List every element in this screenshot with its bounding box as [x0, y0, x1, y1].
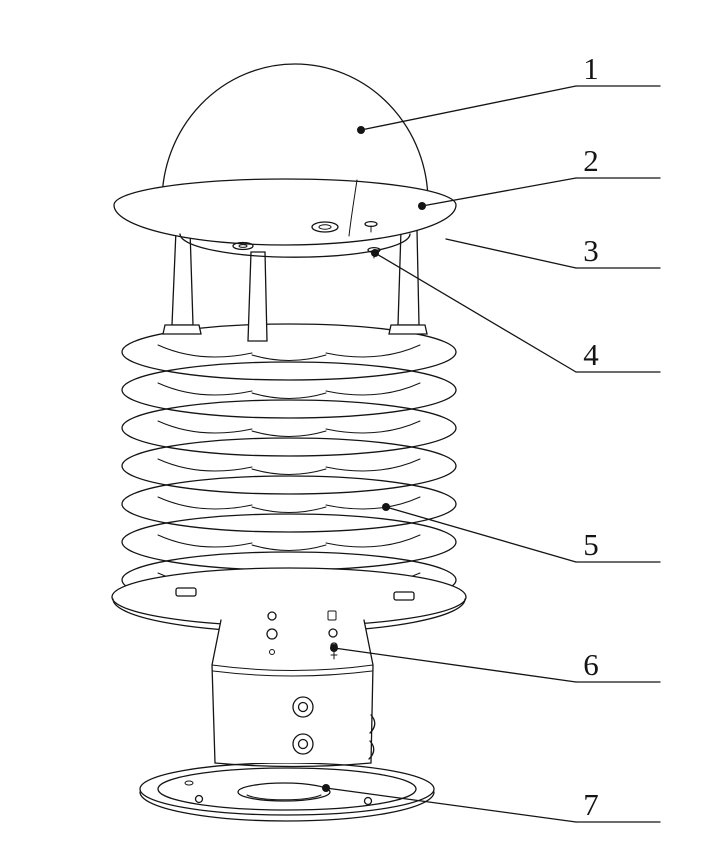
- base-flange-thickness: [139, 791, 435, 822]
- louver-fin: [121, 323, 457, 381]
- louver-fin: [121, 513, 457, 571]
- callout-number: 5: [583, 527, 599, 562]
- indicator-square: [327, 610, 337, 621]
- indicator-light: [328, 628, 338, 638]
- callout-dot: [382, 503, 390, 511]
- leader-line: [421, 177, 577, 207]
- base-small-detail: [184, 780, 194, 786]
- callout-dot: [322, 784, 330, 792]
- louver-fin: [121, 475, 457, 533]
- base-flange-outer: [139, 762, 435, 816]
- support-post: [171, 229, 194, 326]
- cap-seam-line: [348, 179, 358, 237]
- leader-line: [374, 252, 577, 373]
- post-foot: [388, 324, 428, 335]
- callout-number: 3: [583, 233, 599, 268]
- leader-line: [360, 85, 577, 131]
- callout-1: 1: [357, 51, 661, 134]
- callout-number: 2: [583, 143, 599, 178]
- base-bolt-hole: [194, 794, 204, 804]
- plate-edge: [179, 233, 411, 258]
- callout-5: 5: [382, 503, 661, 563]
- callout-4: 4: [371, 249, 661, 373]
- callout-dot: [357, 126, 365, 134]
- leader-line: [385, 506, 577, 563]
- base-flange-inner-rim: [157, 767, 417, 811]
- indicator-light: [269, 649, 275, 655]
- body-fill: [212, 618, 373, 763]
- body-seam: [212, 670, 373, 677]
- callout-number: 1: [583, 51, 599, 86]
- base-bolt-hole: [363, 796, 373, 806]
- callout-2: 2: [418, 143, 661, 210]
- post-foot: [162, 324, 202, 335]
- callout-layer: 1 2 3 4 5 6 7: [322, 51, 661, 823]
- base-center-recess: [237, 782, 331, 802]
- callout-dot: [418, 202, 426, 210]
- leader-line: [445, 238, 577, 269]
- dome-cover: [161, 63, 429, 203]
- leader-line: [333, 647, 577, 683]
- base-center-recess-inner: [246, 794, 322, 801]
- plate-screw: [232, 241, 254, 251]
- indicator-light: [266, 628, 278, 640]
- mounting-base-flange: [139, 762, 435, 822]
- callout-7: 7: [322, 784, 661, 823]
- sensor-body: [211, 610, 376, 768]
- leader-line: [325, 787, 577, 823]
- louver-stack: [121, 323, 457, 609]
- stack-flange-tab: [393, 591, 415, 601]
- callout-number: 4: [583, 337, 599, 372]
- louver-fin: [121, 437, 457, 495]
- dome-outline: [161, 63, 429, 203]
- support-post: [247, 251, 268, 342]
- stack-base-flange: [111, 567, 467, 633]
- connector-port: [292, 733, 314, 755]
- plate-sensor-inner: [318, 224, 332, 230]
- body-seam: [211, 664, 374, 671]
- callout-number: 7: [583, 787, 599, 822]
- connector-port: [292, 696, 314, 718]
- connector-port-pin: [297, 738, 309, 750]
- body-bottom-edge: [214, 762, 372, 768]
- indicator-light: [267, 611, 277, 621]
- plate-sensor: [311, 221, 339, 233]
- callout-number: 6: [583, 647, 599, 682]
- stack-flange-tab: [175, 587, 197, 597]
- callout-dot: [330, 644, 338, 652]
- side-bump: [369, 714, 376, 734]
- side-bump: [368, 740, 375, 760]
- louver-fin: [121, 361, 457, 419]
- callout-dot: [371, 249, 379, 257]
- callout-6: 6: [330, 644, 661, 683]
- callout-3: 3: [445, 233, 661, 269]
- connector-port-pin: [297, 701, 309, 713]
- louver-fin: [121, 399, 457, 457]
- plate-screw-inner: [238, 244, 248, 248]
